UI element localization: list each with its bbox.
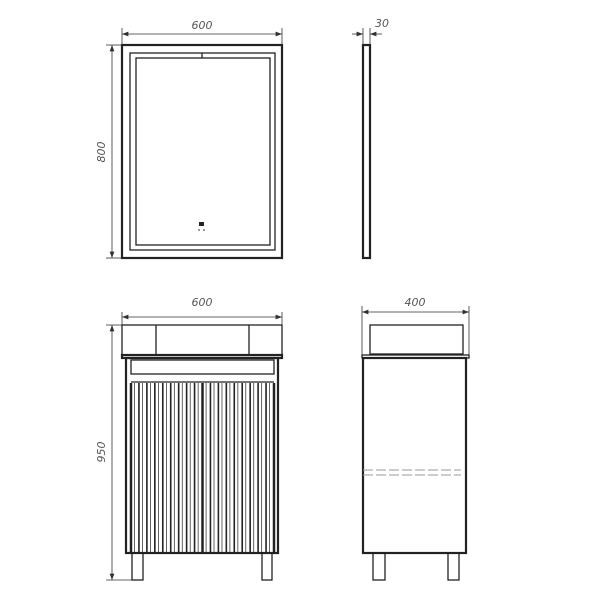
cabinet-front-view: 600 950 <box>95 296 284 581</box>
cabinet-depth-label: 400 <box>405 296 426 309</box>
mirror-height-label: 800 <box>95 142 108 163</box>
touch-sensor-icon <box>199 222 204 226</box>
mirror-front-view: 600 800 <box>95 19 284 260</box>
cabinet-side-view: 400 <box>361 296 470 581</box>
mirror-side-view: 30 <box>352 17 389 260</box>
cabinet-height-label: 950 <box>95 442 108 463</box>
cabinet-width-label: 600 <box>192 296 213 309</box>
mirror-width-label: 600 <box>192 19 213 32</box>
mirror-depth-label: 30 <box>375 17 389 30</box>
